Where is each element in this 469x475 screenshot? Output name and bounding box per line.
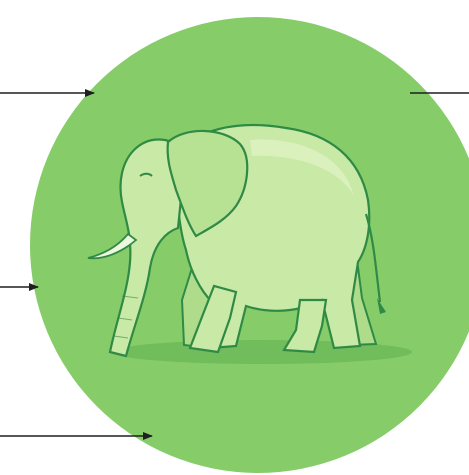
diagram-canvas [0, 0, 469, 475]
